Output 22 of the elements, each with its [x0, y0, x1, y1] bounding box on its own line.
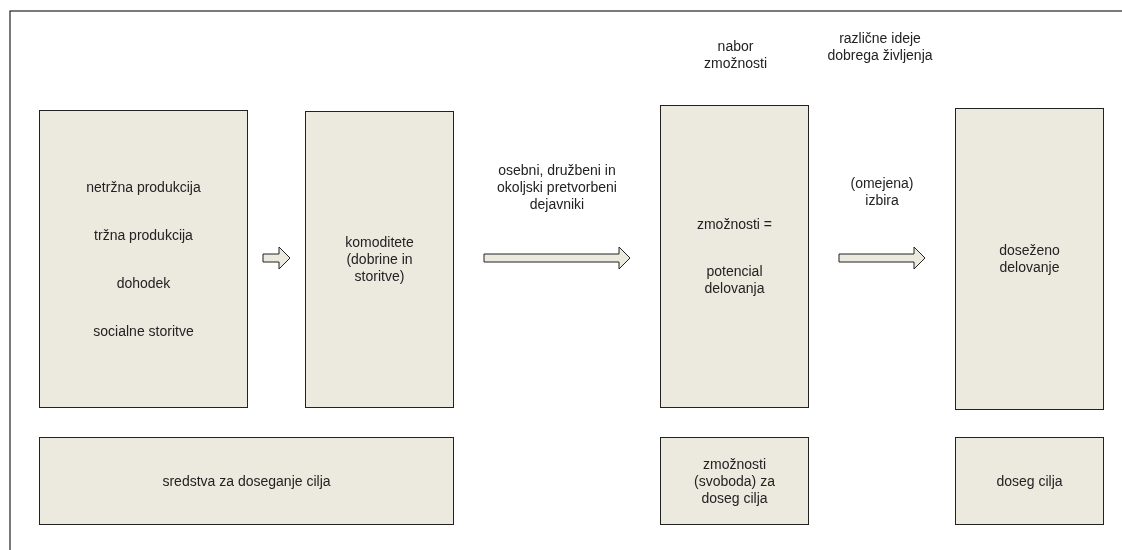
- box-text: dohodek: [116, 274, 171, 292]
- box-text: tržna produkcija: [94, 226, 193, 244]
- text-box: [39, 437, 454, 525]
- box-text: netržna produkcija: [86, 178, 201, 196]
- note-text: različne ideje dobrega življenja: [825, 30, 935, 64]
- box-text: sredstva za doseganje cilja: [162, 472, 331, 490]
- text-box: [39, 110, 248, 408]
- box-text: komoditete (dobrine in storitve): [344, 234, 415, 285]
- text-box: [305, 111, 454, 408]
- box-text: doseg cilja: [996, 472, 1063, 490]
- box-text: zmožnosti (svoboda) za doseg cilja: [693, 455, 776, 507]
- box-text: potencial delovanja: [703, 263, 766, 297]
- block-arrow: [483, 246, 631, 270]
- box-heading: nabor zmožnosti: [703, 38, 768, 72]
- box-text: socialne storitve: [93, 322, 194, 340]
- box-text: doseženo delovanje: [998, 242, 1061, 276]
- text-box: [955, 108, 1104, 410]
- text-box: [660, 437, 809, 525]
- block-arrow: [838, 246, 926, 270]
- block-arrow: [262, 246, 291, 270]
- box-text: zmožnosti =: [696, 216, 773, 233]
- text-box: [955, 437, 1104, 525]
